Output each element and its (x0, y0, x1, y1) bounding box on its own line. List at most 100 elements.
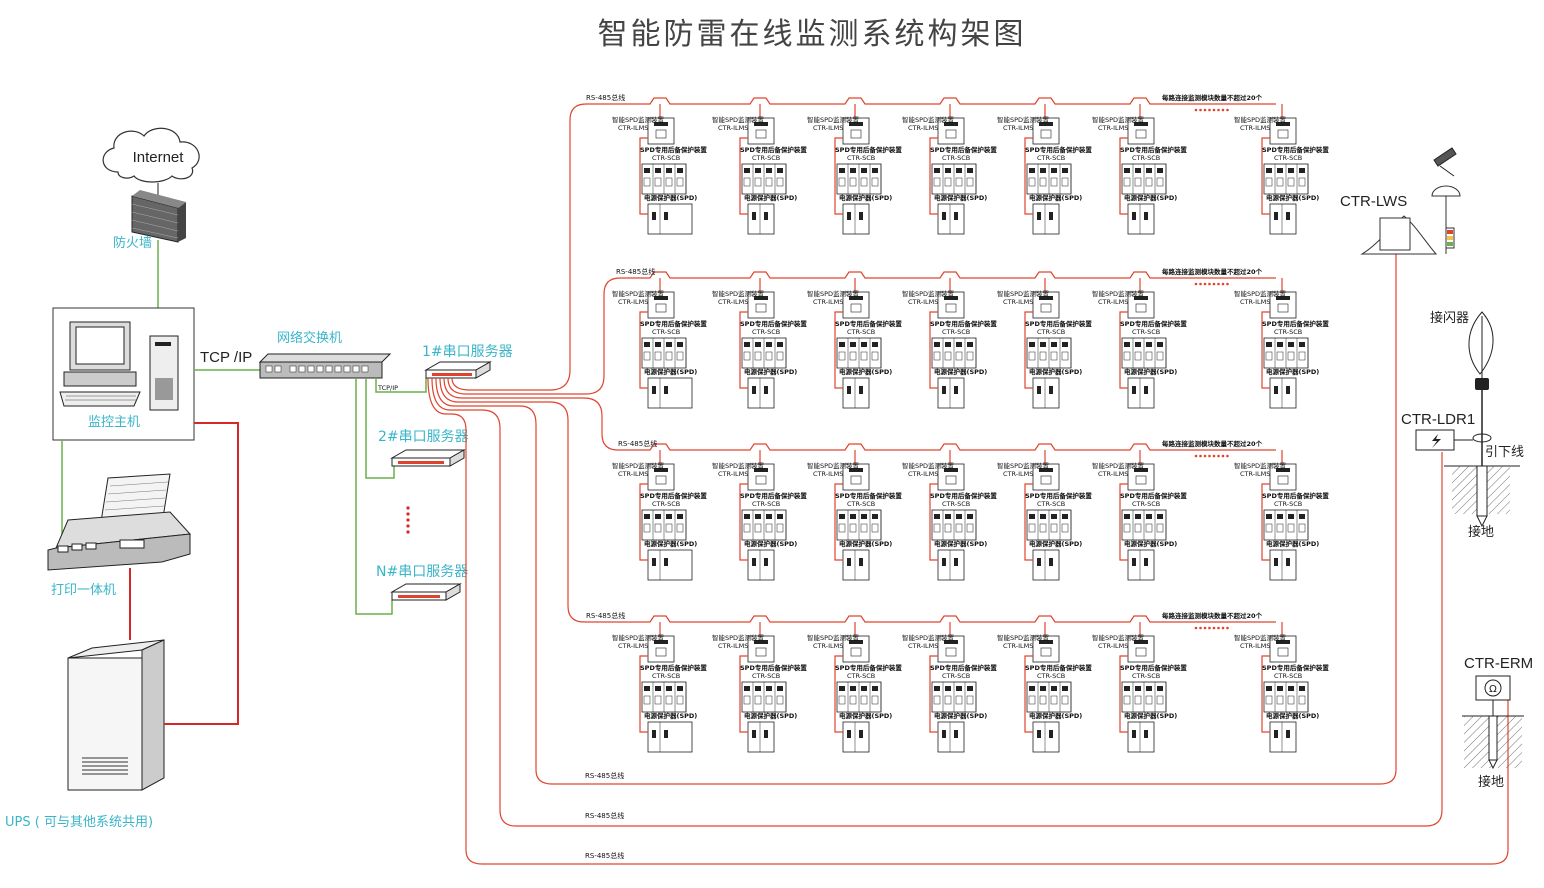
spd-row-1 (628, 97, 1309, 235)
scb-model: CTR-SCB (1037, 154, 1065, 162)
ellipsis-dot (1217, 282, 1220, 286)
scb-model: CTR-SCB (1132, 154, 1160, 162)
ilms-label: 智能SPD监测装置 (807, 115, 860, 124)
scb-model: CTR-SCB (847, 672, 875, 680)
spd-module (1119, 104, 1167, 235)
spd-module (834, 622, 882, 753)
scb-label: SPD专用后备保护装置 (1120, 663, 1187, 672)
down-conductor-label: 引下线 (1485, 445, 1524, 460)
spd-label: 电源保护器(SPD) (1029, 539, 1082, 548)
spd-label: 电源保护器(SPD) (839, 193, 892, 202)
module-limit-note: 每路连接监测模块数量不超过20个 (1162, 267, 1263, 276)
scb-label: SPD专用后备保护装置 (640, 663, 707, 672)
module-limit-note: 每路连接监测模块数量不超过20个 (1162, 439, 1263, 448)
scb-model: CTR-SCB (652, 154, 680, 162)
ilms-model: CTR-ILMS (1240, 470, 1270, 478)
lws-label: CTR-LWS (1340, 193, 1407, 210)
ilms-label: 智能SPD监测装置 (997, 115, 1050, 124)
internet-cloud-icon: Internet (102, 127, 200, 183)
scb-model: CTR-SCB (652, 500, 680, 508)
weather-station-icon (1360, 147, 1461, 255)
scb-model: CTR-SCB (652, 328, 680, 336)
ilms-model: CTR-ILMS (1003, 470, 1033, 478)
spd-module (1119, 278, 1167, 409)
scb-label: SPD专用后备保护装置 (835, 319, 902, 328)
module-limit-note: 每路连接监测模块数量不超过20个 (1162, 93, 1263, 102)
ilms-model: CTR-ILMS (1240, 124, 1270, 132)
ilms-label: 智能SPD监测装置 (997, 461, 1050, 470)
spd-module (739, 104, 787, 235)
spd-module (1024, 104, 1072, 235)
scb-label: SPD专用后备保护装置 (640, 319, 707, 328)
ellipsis-dot (1203, 626, 1207, 630)
rs485-bus-line (628, 615, 1276, 623)
serial-server-1-label: 1#串口服务器 (422, 344, 513, 360)
scb-label: SPD专用后备保护装置 (1262, 491, 1329, 500)
scb-label: SPD专用后备保护装置 (1025, 319, 1092, 328)
scb-model: CTR-SCB (1274, 500, 1302, 508)
spd-label: 电源保护器(SPD) (1124, 367, 1177, 376)
spd-label: 电源保护器(SPD) (644, 539, 697, 548)
spd-module (1261, 450, 1309, 581)
spd-module (639, 278, 693, 409)
scb-label: SPD专用后备保护装置 (930, 319, 997, 328)
ellipsis-dot (1199, 626, 1202, 630)
ellipsis-dot (1203, 454, 1207, 458)
ground-1-icon (1444, 465, 1520, 528)
ilms-label: 智能SPD监测装置 (612, 461, 665, 470)
scb-label: SPD专用后备保护装置 (1025, 145, 1092, 154)
scb-model: CTR-SCB (1037, 500, 1065, 508)
scb-label: SPD专用后备保护装置 (1262, 145, 1329, 154)
firewall-icon (131, 190, 186, 243)
ellipsis-dot (1212, 626, 1216, 630)
scb-model: CTR-SCB (1274, 672, 1302, 680)
ilms-model: CTR-ILMS (1003, 298, 1033, 306)
spd-module (929, 622, 977, 753)
ellipsis-dot (1226, 454, 1229, 458)
ellipsis-dot (1194, 282, 1198, 286)
ilms-label: 智能SPD监测装置 (1234, 633, 1287, 642)
ilms-model: CTR-ILMS (908, 642, 938, 650)
scb-model: CTR-SCB (847, 328, 875, 336)
ellipsis-dot (1199, 108, 1202, 112)
spd-module-grid: RS-485总线每路连接监测模块数量不超过20个智能SPD监测装置CTR-ILM… (586, 93, 1329, 753)
spd-module (739, 450, 787, 581)
spd-label: 电源保护器(SPD) (1266, 193, 1319, 202)
bottom-bus-label-1: RS-485总线 (585, 771, 624, 780)
ilms-model: CTR-ILMS (1098, 298, 1128, 306)
ilms-model: CTR-ILMS (718, 470, 748, 478)
scb-label: SPD专用后备保护装置 (835, 145, 902, 154)
ilms-label: 智能SPD监测装置 (807, 461, 860, 470)
scb-model: CTR-SCB (942, 154, 970, 162)
ilms-label: 智能SPD监测装置 (1092, 289, 1145, 298)
scb-model: CTR-SCB (752, 328, 780, 336)
ilms-label: 智能SPD监测装置 (902, 461, 955, 470)
printer-icon (47, 473, 192, 571)
serial-server-n-label: N#串口服务器 (376, 564, 468, 580)
ellipsis-dot (1194, 108, 1198, 112)
spd-module (1119, 450, 1167, 581)
spd-label: 电源保护器(SPD) (1029, 711, 1082, 720)
spd-module (1261, 622, 1309, 753)
ellipsis-dot (1221, 454, 1225, 458)
scb-label: SPD专用后备保护装置 (930, 663, 997, 672)
spd-label: 电源保护器(SPD) (1266, 367, 1319, 376)
scb-label: SPD专用后备保护装置 (835, 663, 902, 672)
scb-label: SPD专用后备保护装置 (835, 491, 902, 500)
rs485-bus-line (628, 97, 1276, 105)
ilms-model: CTR-ILMS (813, 642, 843, 650)
serial-server-n-icon (390, 583, 462, 601)
scb-model: CTR-SCB (1037, 328, 1065, 336)
scb-model: CTR-SCB (1274, 154, 1302, 162)
ground-2-label: 接地 (1478, 774, 1504, 790)
spd-module (1261, 104, 1309, 235)
spd-module (1024, 622, 1072, 753)
ilms-label: 智能SPD监测装置 (997, 289, 1050, 298)
ellipsis-dot (1226, 108, 1229, 112)
ellipsis-dot (1208, 626, 1211, 630)
spd-module (929, 104, 977, 235)
scb-label: SPD专用后备保护装置 (740, 145, 807, 154)
spd-module (834, 104, 882, 235)
printer-label: 打印一体机 (51, 583, 116, 598)
